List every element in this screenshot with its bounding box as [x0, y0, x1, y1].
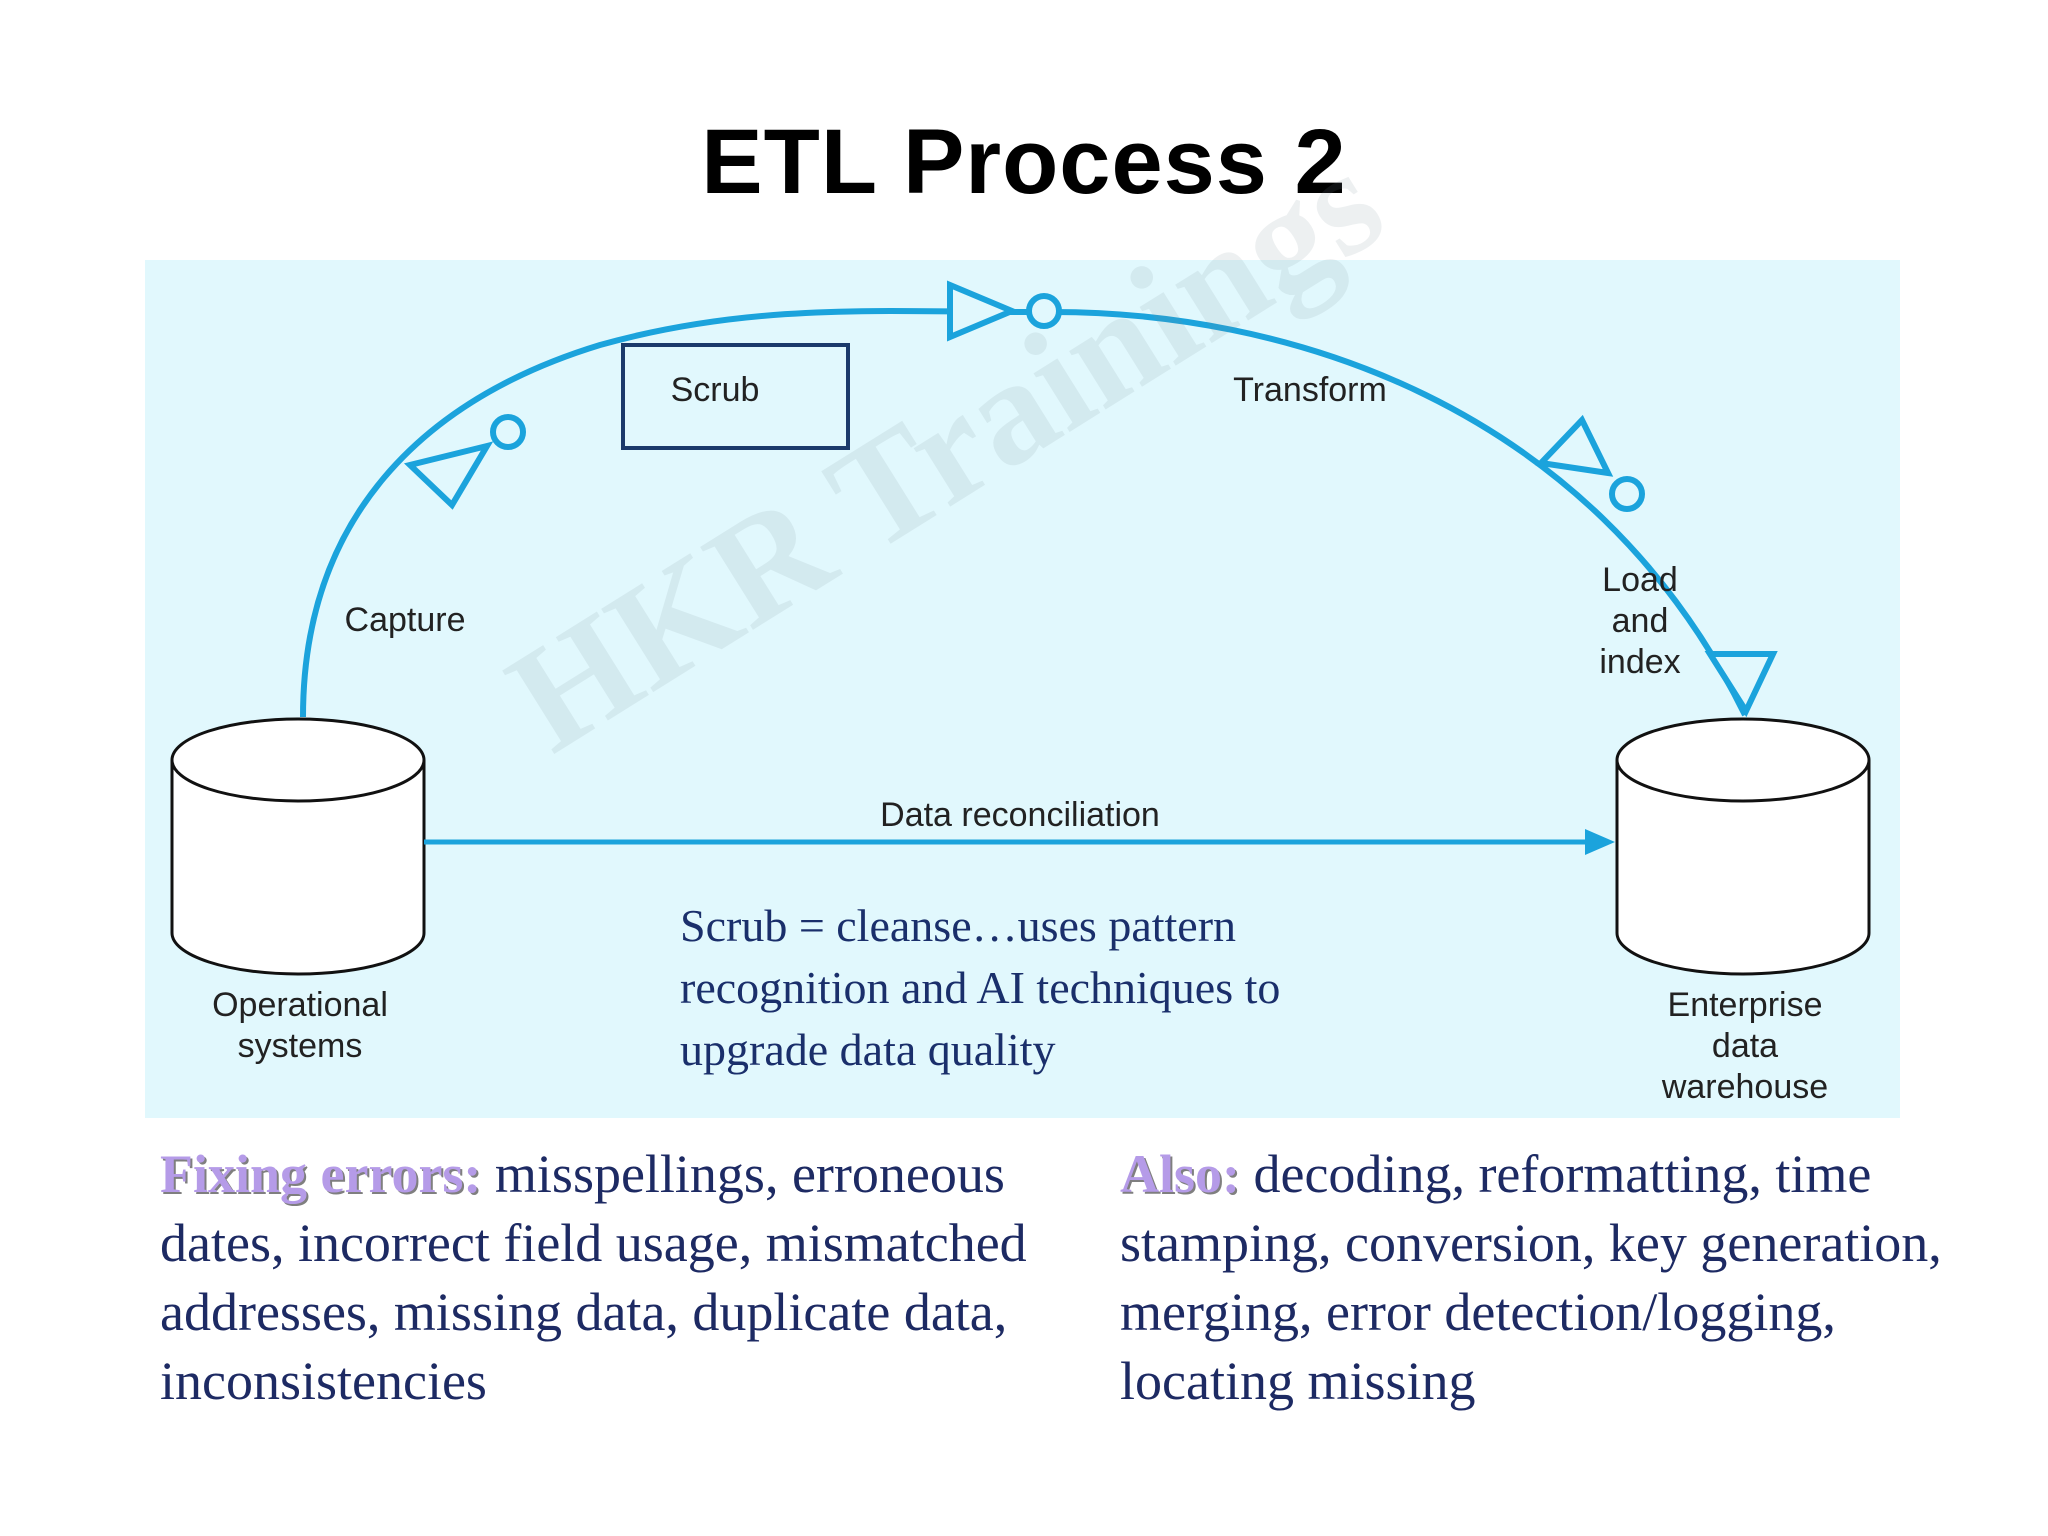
load-arrowhead: [1704, 651, 1778, 718]
reconciliation-arrowhead: [1585, 829, 1615, 855]
also-paragraph: Also: decoding, reformatting, time stamp…: [1120, 1140, 1960, 1416]
also-text: decoding, reformatting, time stamping, c…: [1120, 1144, 1942, 1411]
enterprise-warehouse-label: Enterprise data warehouse: [1661, 986, 1829, 1106]
scrub-box: [621, 343, 850, 450]
fixing-errors-heading: Fixing errors:: [160, 1144, 482, 1204]
reconciliation-label: Data reconciliation: [880, 796, 1160, 834]
operational-systems-label: Operational systems: [212, 986, 388, 1065]
capture-label: Capture: [344, 601, 466, 639]
transform-arrowhead: [1534, 414, 1614, 477]
page-title: ETL Process 2: [701, 111, 1347, 213]
etl-diagram-panel: [145, 260, 1900, 1118]
operational-systems-cylinder: [170, 717, 426, 976]
also-heading: Also:: [1120, 1144, 1240, 1204]
scrub-node: [1026, 293, 1062, 329]
scrub-note: Scrub = cleanse…uses pattern recognition…: [680, 900, 1281, 1075]
fixing-errors-paragraph: Fixing errors: misspellings, erroneous d…: [160, 1140, 1080, 1416]
scrub-label: Scrub: [670, 371, 760, 409]
etl-flow-arc: [300, 307, 1748, 718]
transform-node: [1609, 476, 1645, 512]
load-index-label: Load and index: [1599, 561, 1681, 681]
transform-label: Transform: [1233, 371, 1387, 409]
capture-arrowhead: [403, 441, 494, 510]
enterprise-warehouse-cylinder: [1615, 717, 1871, 976]
fixing-errors-text: misspellings, erroneous dates, incorrect…: [160, 1144, 1027, 1411]
capture-node: [490, 414, 526, 450]
scrub-arrowhead: [947, 280, 1020, 342]
